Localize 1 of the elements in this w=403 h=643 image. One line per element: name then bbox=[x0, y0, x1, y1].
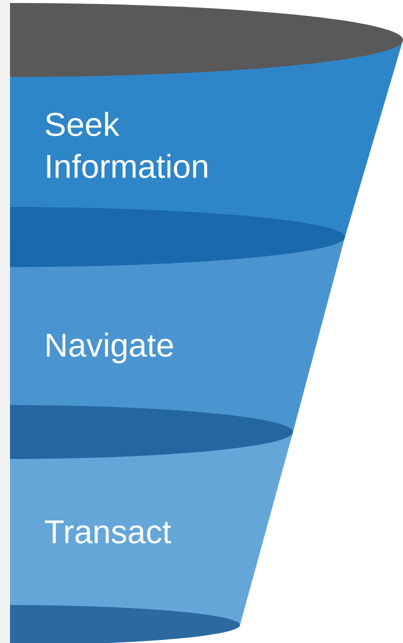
funnel-band: Seek Information bbox=[10, 3, 403, 267]
